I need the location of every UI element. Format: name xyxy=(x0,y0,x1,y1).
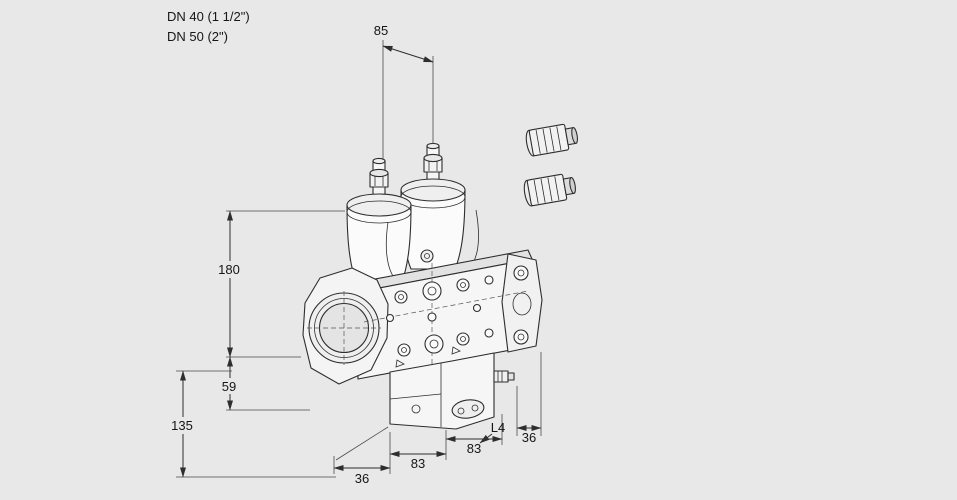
left-solenoid-actuator xyxy=(346,157,412,285)
dim-chain-bottom: 36 83 83 xyxy=(333,414,503,486)
right-solenoid-actuator xyxy=(400,142,466,270)
dimensions: 85 180 59 135 xyxy=(164,22,542,486)
dim-label-36-bottom: 36 xyxy=(355,471,369,486)
dim-135: 135 xyxy=(164,370,336,478)
fitting-lower xyxy=(523,173,576,207)
valve-assembly xyxy=(302,123,578,430)
dim-label-85: 85 xyxy=(374,23,388,38)
inlet-flange xyxy=(302,267,389,385)
bottom-regulator-block xyxy=(389,352,515,430)
dim-36-depth: 36 xyxy=(516,352,542,445)
fitting-upper xyxy=(525,123,578,157)
dim-label-83-right: 83 xyxy=(467,441,481,456)
size-label-dn50: DN 50 (2") xyxy=(167,29,228,44)
dim-label-83-left: 83 xyxy=(411,456,425,471)
dim-59: 59 xyxy=(217,356,310,411)
outlet-flange xyxy=(501,253,543,353)
dim-l4: L4 xyxy=(479,420,505,444)
dim-label-36-right: 36 xyxy=(522,430,536,445)
dim-label-135: 135 xyxy=(171,418,193,433)
size-labels: DN 40 (1 1/2") DN 50 (2") xyxy=(167,9,250,44)
dim-180: 180 xyxy=(213,210,345,358)
size-label-dn40: DN 40 (1 1/2") xyxy=(167,9,250,24)
dim-85: 85 xyxy=(369,22,434,160)
dim-label-180: 180 xyxy=(218,262,240,277)
dim-label-59: 59 xyxy=(222,379,236,394)
dim-label-l4: L4 xyxy=(491,420,505,435)
body-face-details xyxy=(363,263,529,368)
